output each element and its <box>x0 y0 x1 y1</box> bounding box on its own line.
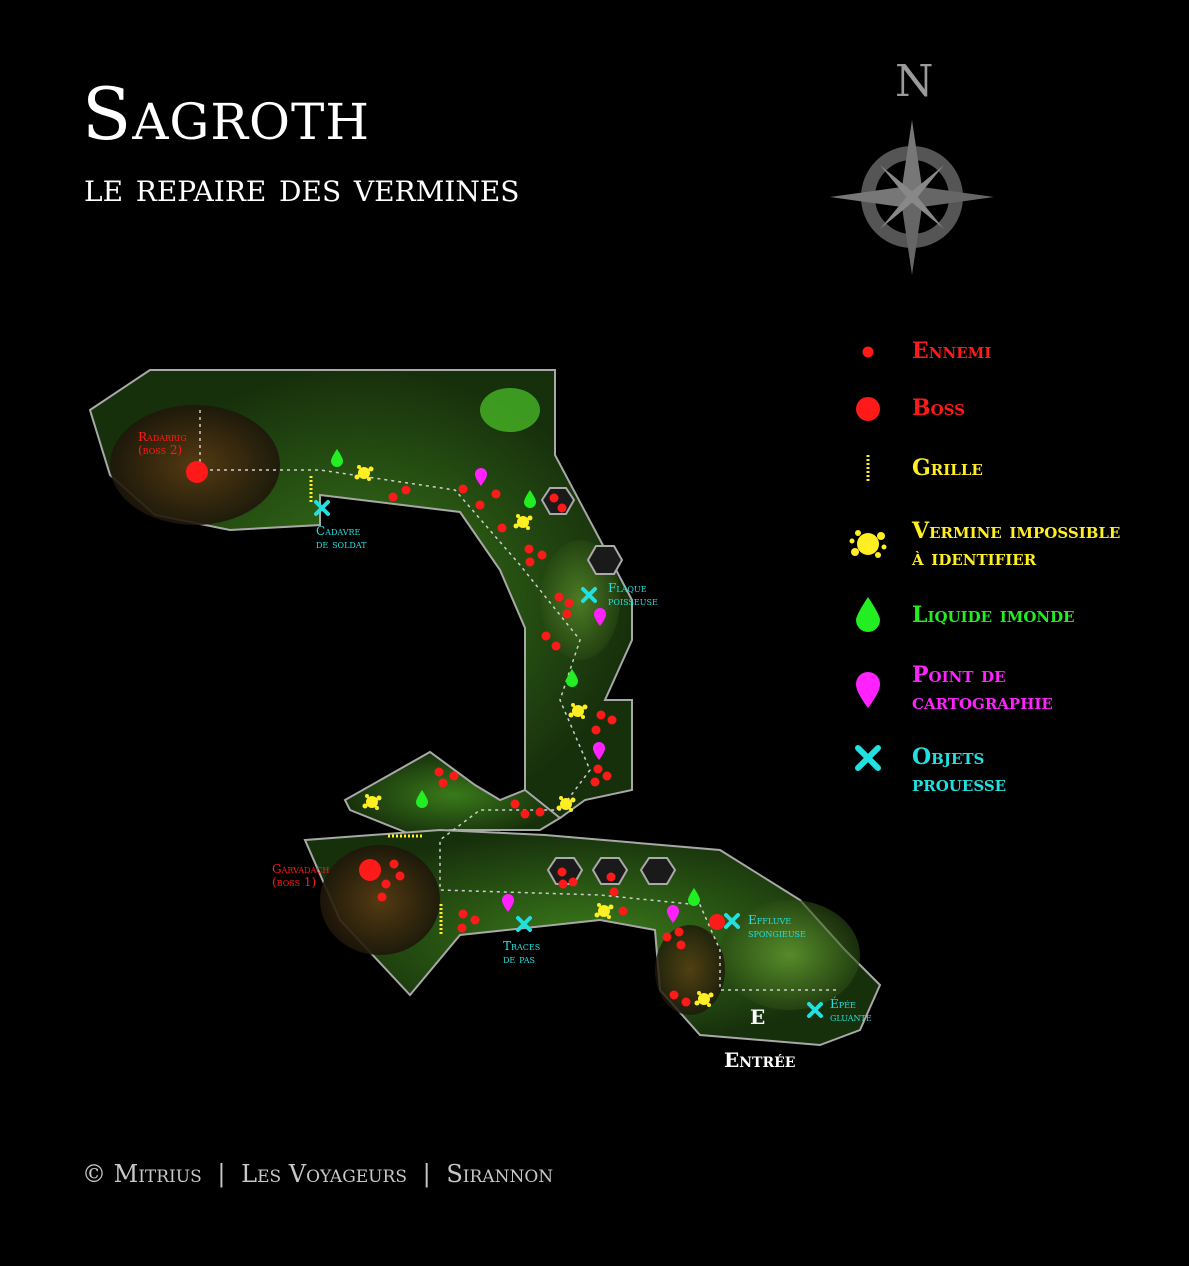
cartography-markers <box>475 468 679 923</box>
legend-cartographie-line2: cartographie <box>912 689 1053 715</box>
boss1-label: Garvadach (boss 1) <box>272 863 329 889</box>
boss-marker <box>359 859 381 881</box>
large-red-dot-icon <box>845 395 891 423</box>
enemy-markers <box>377 484 691 1007</box>
legend-item-boss: Boss <box>912 395 965 421</box>
middle-area <box>343 750 562 840</box>
traces-line2: de pas <box>503 952 535 966</box>
cadavre-label: Cadavre de soldat <box>316 525 367 551</box>
footer-copyright: © Mitrius <box>82 1160 202 1188</box>
entry-label: Entrée <box>724 1048 796 1072</box>
flaque-line2: poisseuse <box>608 594 658 608</box>
small-red-dot-icon <box>845 344 891 360</box>
legend-prouesse-line2: prouesse <box>912 771 1007 797</box>
traces-line1: Traces <box>503 939 541 953</box>
cyan-cross-icon <box>845 744 891 772</box>
flaque-label: Flaque poisseuse <box>608 582 658 608</box>
green-drop-icon <box>845 596 891 632</box>
compass-rose-icon <box>830 120 994 275</box>
cadavre-line1: Cadavre <box>316 524 361 538</box>
footer-separator: | <box>217 1160 226 1188</box>
entry-mark: E <box>750 1005 766 1029</box>
effluve-line1: Effluve <box>748 913 792 927</box>
dashed-gate-icon <box>845 454 891 484</box>
legend-item-ennemi: Ennemi <box>912 338 992 364</box>
effluve-line2: spongieuse <box>748 926 806 940</box>
map-subtitle: le repaire des vermines <box>84 165 520 211</box>
epee-label: Épée gluante <box>830 998 872 1024</box>
legend-item-liquide: Liquide imonde <box>912 602 1075 628</box>
legend-item-prouesse: Objets prouesse <box>912 744 1006 798</box>
boss-marker <box>709 914 725 930</box>
footer-server: Sirannon <box>446 1160 554 1188</box>
compass-north-label: N <box>895 56 934 107</box>
boss1-name: Garvadach <box>272 862 330 876</box>
traces-label: Traces de pas <box>503 940 540 966</box>
legend-prouesse-line1: Objets <box>912 744 985 770</box>
liquid-markers <box>331 449 700 906</box>
epee-line1: Épée <box>830 997 856 1011</box>
lower-area <box>303 828 882 1047</box>
epee-line2: gluante <box>830 1010 872 1024</box>
magenta-pin-icon <box>845 672 891 710</box>
legend-item-grille: Grille <box>912 455 983 481</box>
boss1-rank: (boss 1) <box>272 875 317 889</box>
legend-vermine-line1: Vermine impossible <box>912 518 1121 544</box>
legend-item-cartographie: Point de cartographie <box>912 662 1053 716</box>
effluve-label: Effluve spongieuse <box>748 914 806 940</box>
boss2-rank: (boss 2) <box>138 443 183 457</box>
boss2-name: Radarrig <box>138 430 187 444</box>
footer-group: Les Voyageurs <box>241 1160 407 1188</box>
footer-separator: | <box>422 1160 431 1188</box>
boss-marker <box>186 461 208 483</box>
prowess-markers <box>314 500 823 1018</box>
vermin-markers <box>354 465 714 1007</box>
boss2-label: Radarrig (boss 2) <box>138 431 187 457</box>
map-title: Sagroth <box>82 72 370 156</box>
legend-item-vermine: Vermine impossible à identifier <box>912 518 1120 572</box>
legend-cartographie-line1: Point de <box>912 662 1006 688</box>
legend-vermine-line2: à identifier <box>912 545 1037 571</box>
yellow-splat-icon <box>845 526 891 562</box>
footer-credits: © Mitrius | Les Voyageurs | Sirannon <box>82 1160 561 1188</box>
flaque-line1: Flaque <box>608 581 647 595</box>
cadavre-line2: de soldat <box>316 537 367 551</box>
